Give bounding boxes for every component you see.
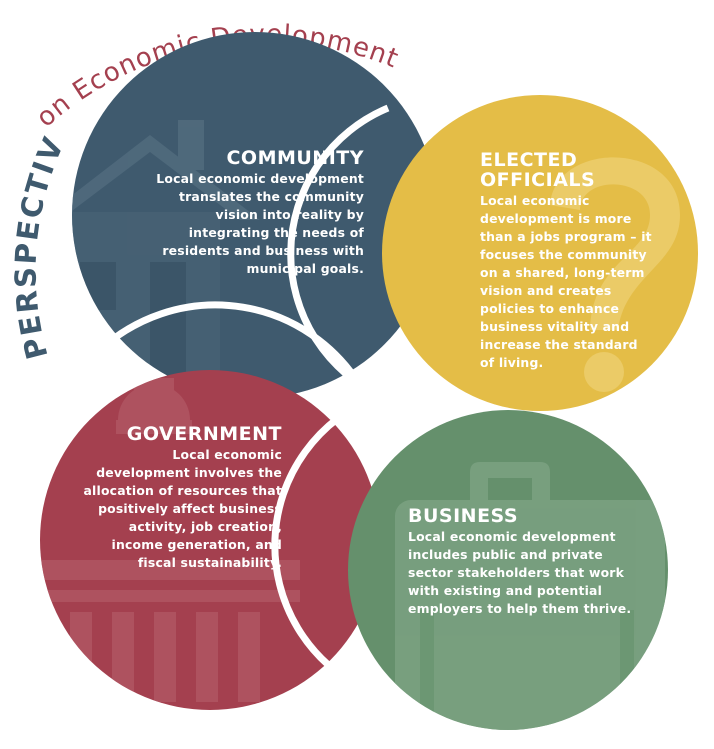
elected-line: on a shared, long-term xyxy=(480,265,645,280)
government-line: activity, job creation, xyxy=(128,519,282,534)
community-circle xyxy=(72,32,438,398)
capitol-building-icon xyxy=(40,378,300,702)
elected-line: business vitality and xyxy=(480,319,630,334)
government-line: income generation, and xyxy=(111,537,282,552)
elected-officials-panel: ELECTED OFFICIALS Local economic develop… xyxy=(480,150,680,372)
community-heading: COMMUNITY xyxy=(226,147,364,169)
elected-officials-description: Local economic development is more than … xyxy=(480,192,680,372)
community-line: residents and business with xyxy=(162,243,364,258)
business-description: Local economic development includes publ… xyxy=(408,528,668,618)
question-mark-icon xyxy=(550,157,680,392)
elected-line: focuses the community xyxy=(480,247,647,262)
government-circle xyxy=(40,370,380,710)
community-line: Local economic development xyxy=(156,171,364,186)
community-description: Local economic development translates th… xyxy=(118,170,364,278)
house-icon xyxy=(72,120,260,382)
government-line: allocation of resources that xyxy=(83,483,282,498)
community-panel: COMMUNITY Local economic development tra… xyxy=(118,148,364,278)
circle-dividers xyxy=(95,104,390,694)
business-line: sector stakeholders that work xyxy=(408,565,625,580)
government-line: development involves the xyxy=(96,465,282,480)
elected-line: of living. xyxy=(480,355,544,370)
government-description: Local economic development involves the … xyxy=(64,446,282,572)
government-line: Local economic xyxy=(172,447,282,462)
business-line: with existing and potential xyxy=(408,583,603,598)
heading-line: ELECTED xyxy=(480,149,578,171)
business-panel: BUSINESS Local economic development incl… xyxy=(408,506,668,618)
business-circle xyxy=(348,410,668,730)
briefcase-icon xyxy=(395,462,665,730)
business-line: employers to help them thrive. xyxy=(408,601,632,616)
elected-line: increase the standard xyxy=(480,337,638,352)
business-line: Local economic development xyxy=(408,529,616,544)
community-line: translates the community xyxy=(178,189,364,204)
elected-line: vision and creates xyxy=(480,283,612,298)
elected-officials-heading: ELECTED OFFICIALS xyxy=(480,150,680,190)
government-heading: GOVERNMENT xyxy=(126,423,282,445)
community-line: vision into reality by xyxy=(215,207,364,222)
elected-line: Local economic xyxy=(480,193,590,208)
community-line: integrating the needs of xyxy=(188,225,364,240)
government-line: positively affect business xyxy=(98,501,282,516)
government-line: fiscal sustainability. xyxy=(137,555,282,570)
government-panel: GOVERNMENT Local economic development in… xyxy=(64,424,282,572)
elected-officials-circle xyxy=(382,95,698,411)
heading-line: OFFICIALS xyxy=(480,169,596,191)
business-heading: BUSINESS xyxy=(408,505,519,527)
elected-line: policies to enhance xyxy=(480,301,620,316)
title-perspectives: PERSPECTIVES xyxy=(0,0,71,363)
community-line: municipal goals. xyxy=(246,261,364,276)
elected-line: development is more xyxy=(480,211,632,226)
elected-line: than a jobs program – it xyxy=(480,229,652,244)
business-line: includes public and private xyxy=(408,547,603,562)
